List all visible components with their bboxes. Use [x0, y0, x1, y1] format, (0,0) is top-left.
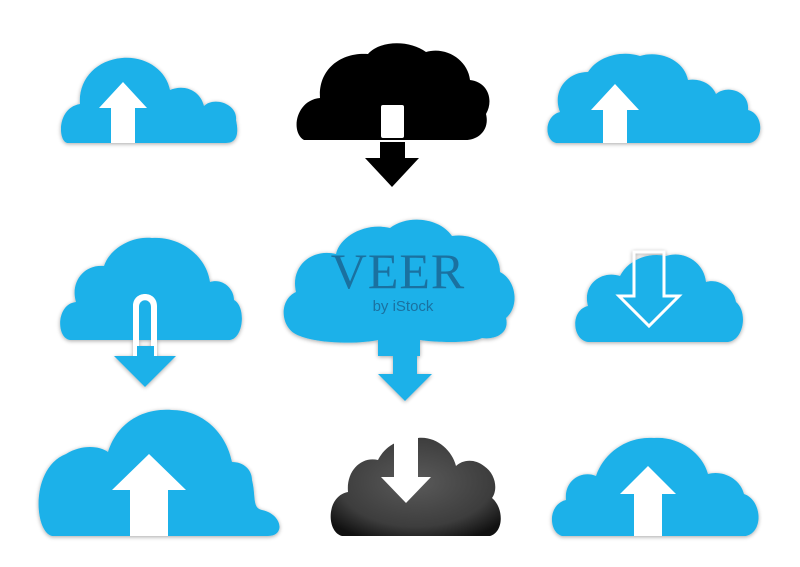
cloud-upload-icon	[60, 57, 238, 143]
cloud-upload-icon	[38, 409, 280, 536]
cloud-download-icon	[575, 250, 743, 342]
cloud-download-icon	[296, 43, 490, 187]
cloud-upload-icon	[551, 437, 759, 536]
watermark-brand: VEER	[331, 243, 466, 299]
watermark-byline: by iStock	[373, 298, 434, 315]
cloud-download-icon	[330, 434, 501, 536]
cloud-download-icon	[283, 219, 515, 401]
cloud-download-icon	[60, 237, 242, 387]
cloud-upload-icon	[547, 53, 761, 144]
